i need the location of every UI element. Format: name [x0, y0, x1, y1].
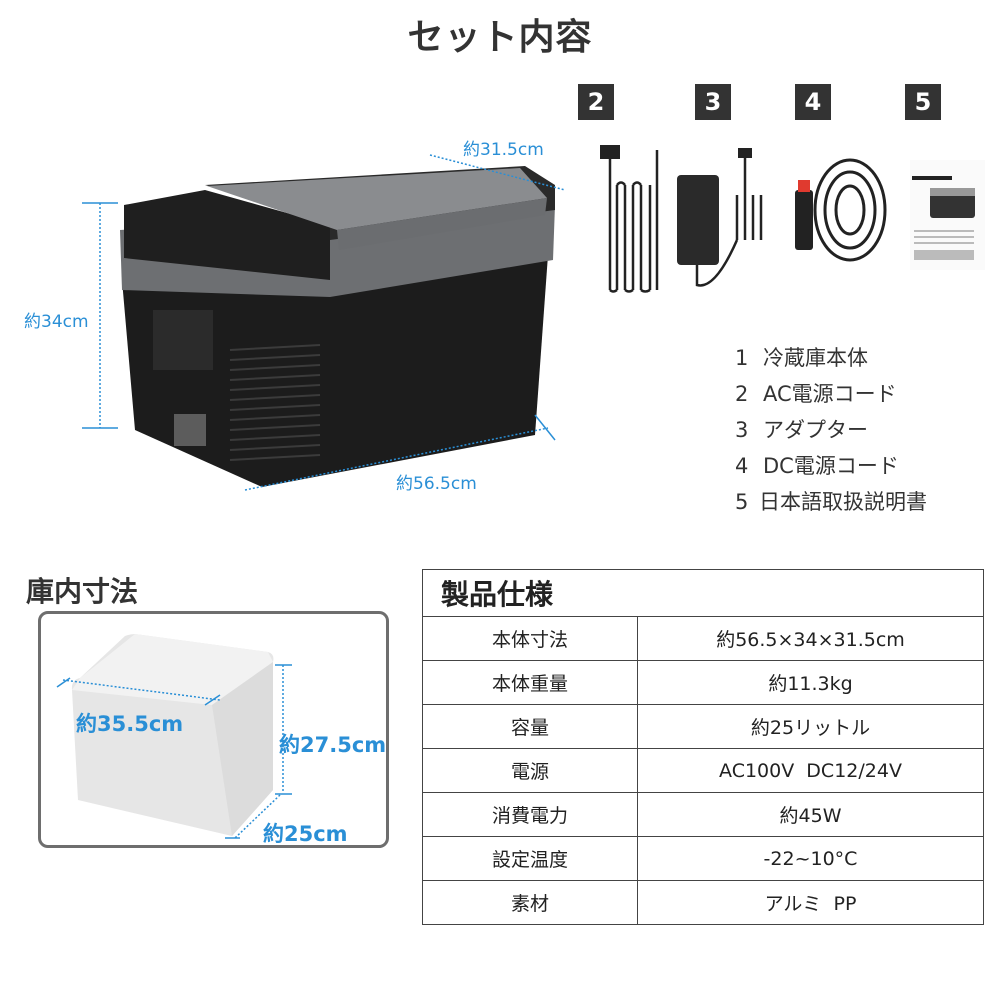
inner-dimensions-box — [38, 611, 389, 848]
dimension-depth-label: 約31.5cm — [463, 140, 544, 160]
page-title: セット内容 — [407, 17, 593, 58]
spec-table: 製品仕様 本体寸法約56.5×34×31.5cm 本体重量約11.3kg 容量約… — [422, 569, 984, 925]
table-row: 容量約25リットル — [422, 704, 984, 749]
badge-item-3: 3 — [695, 84, 731, 120]
spec-table-title: 製品仕様 — [422, 569, 984, 617]
table-row: 設定温度-22~10°C — [422, 836, 984, 881]
badge-item-2: 2 — [578, 84, 614, 120]
inner-width-label: 約35.5cm — [76, 712, 184, 736]
manual-image — [910, 160, 985, 270]
inner-container-image — [55, 630, 295, 845]
table-row: 素材アルミ PP — [422, 880, 984, 925]
table-row: 消費電力約45W — [422, 792, 984, 837]
table-row: 本体寸法約56.5×34×31.5cm — [422, 616, 984, 661]
dimension-width-label: 約56.5cm — [396, 474, 477, 494]
inner-dimensions-title: 庫内寸法 — [26, 575, 139, 608]
badge-item-4: 4 — [795, 84, 831, 120]
ac-cord-image — [595, 140, 670, 295]
inner-depth-label: 約25cm — [263, 822, 348, 846]
adapter-image — [675, 140, 775, 295]
dc-cord-image — [790, 155, 890, 285]
table-row: 本体重量約11.3kg — [422, 660, 984, 705]
badge-item-5: 5 — [905, 84, 941, 120]
dimension-height-label: 約34cm — [24, 312, 89, 332]
fridge-image — [20, 130, 580, 510]
inner-height-label: 約27.5cm — [279, 733, 387, 757]
